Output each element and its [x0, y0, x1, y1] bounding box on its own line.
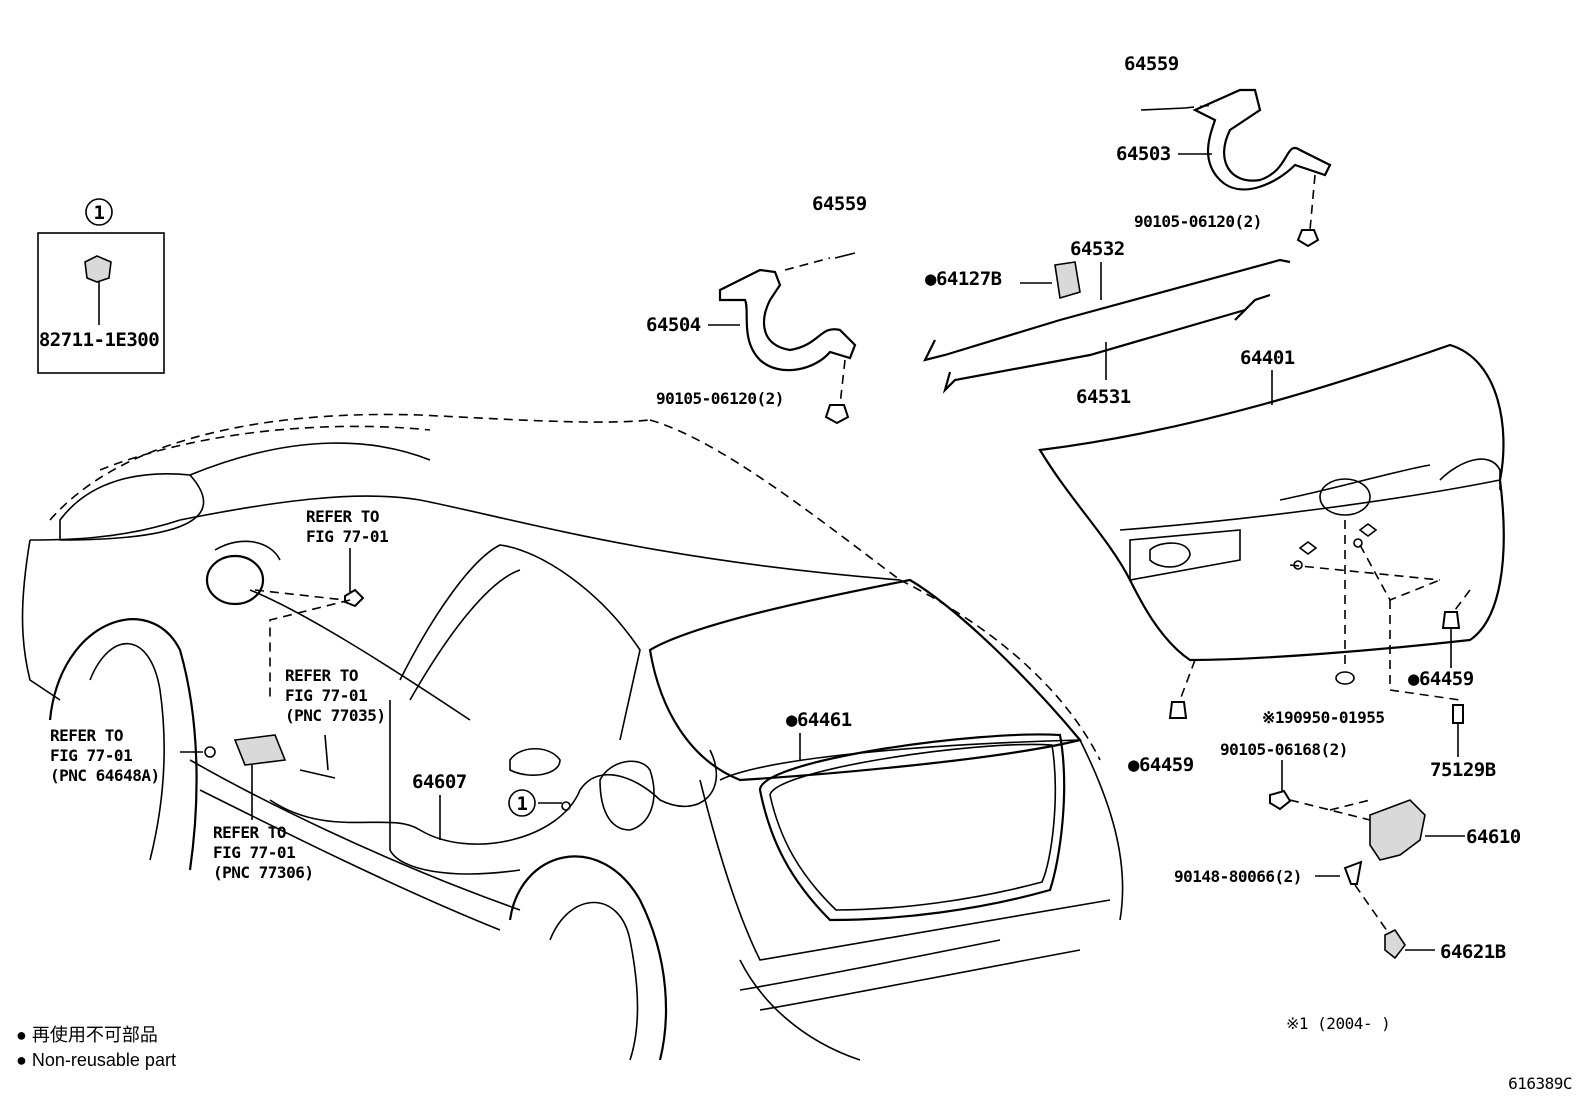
callout-90105-06168: 90105-06168(2) [1220, 740, 1348, 759]
circle-marker-icon [85, 198, 113, 226]
hinge-64503 [1140, 88, 1332, 248]
callout-64531: 64531 [1076, 386, 1131, 408]
callout-64532: 64532 [1070, 238, 1125, 260]
callout-64459-left: ●64459 [1128, 754, 1194, 776]
hinge-64504 [718, 252, 857, 425]
callout-64459-right: ●64459 [1408, 668, 1474, 690]
ref-left-line-2: FIG 77-01 [50, 746, 132, 765]
callout-64559-mid: 64559 [812, 193, 867, 215]
ref-bottom-line-3: (PNC 77306) [213, 863, 313, 882]
ref-bottom-line-1: REFER TO [213, 823, 286, 842]
trunk-leaders [1179, 520, 1471, 701]
figure-id: 616389C [1508, 1074, 1572, 1093]
ref-top-line-1: REFER TO [306, 507, 379, 526]
callout-labels: 64559 64503 90105-06120(2) 64559 64504 9… [412, 53, 1521, 963]
callout-190950-01955: ※190950-01955 [1262, 708, 1385, 727]
inset-detail-1: 1 82711-1E300 [37, 198, 165, 374]
refer-to-mid: REFER TO FIG 77-01 (PNC 77035) [285, 666, 386, 725]
legend-jp: ● 再使用不可部品 [16, 1025, 158, 1045]
callout-64559-top: 64559 [1124, 53, 1179, 75]
callout-64504: 64504 [646, 314, 701, 336]
ref-left-line-3: (PNC 64648A) [50, 766, 160, 785]
lock-assembly-64610 [1168, 611, 1465, 960]
circle-marker-2-icon [508, 789, 536, 817]
footnote: ※1 (2004- ) [1286, 1014, 1390, 1033]
ref-mid-line-1: REFER TO [285, 666, 358, 685]
inset-box [37, 232, 165, 374]
ref-left-line-1: REFER TO [50, 726, 123, 745]
refer-to-left: REFER TO FIG 77-01 (PNC 64648A) [50, 726, 160, 785]
callout-64621b: 64621B [1440, 941, 1506, 963]
legend-en: ● Non-reusable part [16, 1050, 176, 1070]
callout-64127b: ●64127B [925, 268, 1002, 290]
callout-90105-06120-mid: 90105-06120(2) [656, 389, 784, 408]
sensor-clip-icon [84, 255, 112, 283]
circle-marker-label: 1 [94, 202, 105, 224]
callout-90105-06120-top: 90105-06120(2) [1134, 212, 1262, 231]
callout-75129b: 75129B [1430, 759, 1496, 781]
trunk-lid-64401 [1038, 343, 1505, 662]
callout-64610: 64610 [1466, 826, 1521, 848]
ref-bottom-line-2: FIG 77-01 [213, 843, 295, 862]
torsion-bars [922, 258, 1291, 394]
circle-marker-2-label: 1 [517, 793, 528, 815]
refer-to-bottom: REFER TO FIG 77-01 (PNC 77306) [213, 823, 314, 882]
legend: ● 再使用不可部品 ● Non-reusable part [16, 1025, 176, 1070]
callout-64607: 64607 [412, 771, 467, 793]
ref-top-line-2: FIG 77-01 [306, 527, 388, 546]
callout-64401: 64401 [1240, 347, 1295, 369]
callout-64503: 64503 [1116, 143, 1171, 165]
ref-mid-line-3: (PNC 77035) [285, 706, 385, 725]
vehicle-body-outline [21, 413, 1124, 1061]
callout-82711-1e300: 82711-1E300 [39, 329, 159, 351]
ref-mid-line-2: FIG 77-01 [285, 686, 367, 705]
callout-64461: ●64461 [786, 709, 852, 731]
refer-to-top: REFER TO FIG 77-01 [306, 507, 389, 592]
callout-90148-80066: 90148-80066(2) [1174, 867, 1302, 886]
side-components [180, 588, 801, 840]
